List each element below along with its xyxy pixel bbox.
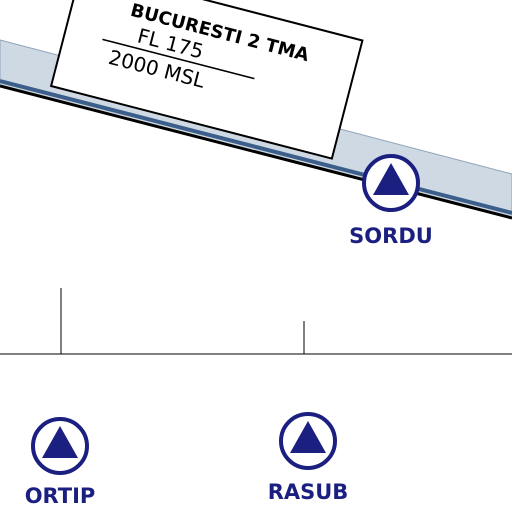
airspace-limit-divider <box>102 38 255 80</box>
airspace-label-box: BUCURESTI 2 TMA FL 175 2000 MSL <box>49 0 364 160</box>
tma-boundary-line-outer <box>0 84 512 220</box>
waypoint-rasub[interactable]: RASUB <box>268 412 349 504</box>
waypoint-label-ortip: ORTIP <box>25 484 96 508</box>
triangle-icon <box>42 426 78 458</box>
route-lines <box>0 288 512 355</box>
waypoint-label-sordu: SORDU <box>349 224 433 248</box>
triangle-icon <box>373 163 409 195</box>
triangle-icon <box>290 421 326 453</box>
airspace-label-frame <box>49 0 364 160</box>
tma-boundary-line-inner <box>0 79 512 215</box>
waypoint-sordu[interactable]: SORDU <box>349 154 433 248</box>
waypoint-label-rasub: RASUB <box>268 480 349 504</box>
waypoint-ortip[interactable]: ORTIP <box>25 417 96 508</box>
